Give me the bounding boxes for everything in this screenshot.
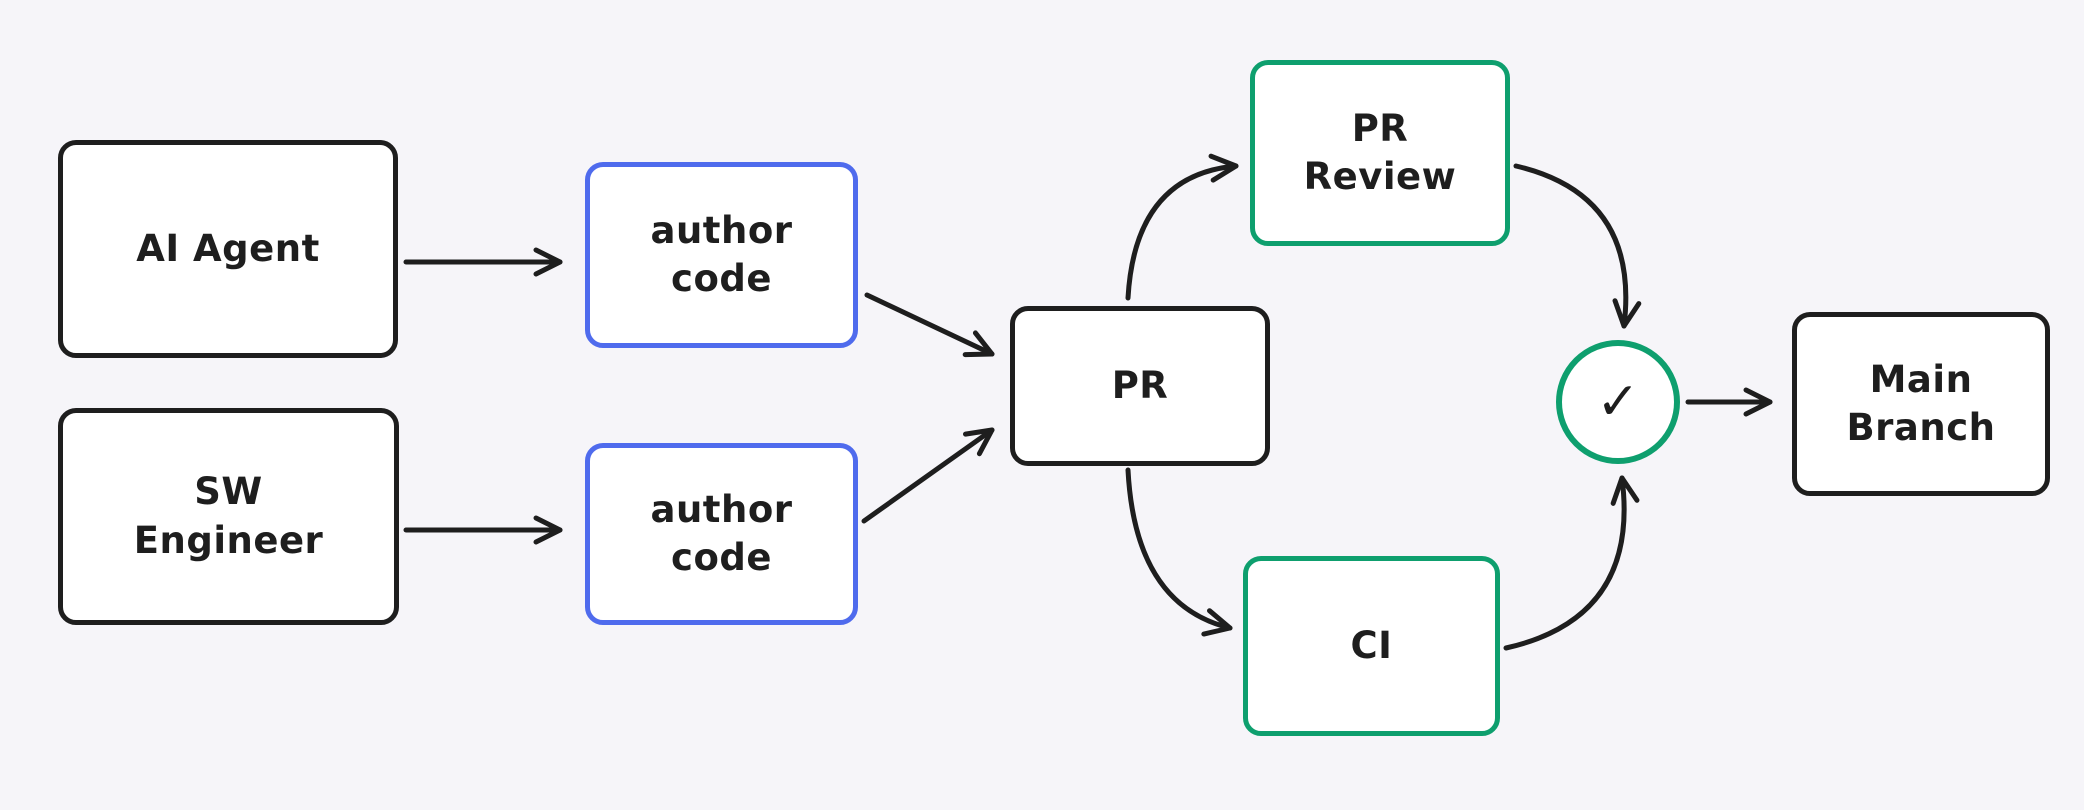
edge-author-code-top-to-pr bbox=[864, 292, 995, 358]
node-author-code-top-label: author code bbox=[650, 208, 793, 300]
edge-author-code-bottom-to-pr bbox=[861, 427, 995, 524]
node-author-code-bottom: author code bbox=[585, 443, 858, 625]
node-ai-agent-label: AI Agent bbox=[136, 226, 320, 270]
node-ci: CI bbox=[1243, 556, 1500, 736]
checkmark-icon: ✓ bbox=[1596, 372, 1640, 432]
node-pr-review: PR Review bbox=[1250, 60, 1510, 246]
check-circle: ✓ bbox=[1556, 340, 1680, 464]
node-main-branch: Main Branch bbox=[1792, 312, 2050, 496]
edge-pr-to-ci bbox=[1125, 467, 1233, 637]
node-author-code-bottom-label: author code bbox=[650, 487, 793, 579]
node-ai-agent: AI Agent bbox=[58, 140, 398, 358]
node-pr-label: PR bbox=[1111, 363, 1169, 407]
node-pr: PR bbox=[1010, 306, 1270, 466]
node-sw-engineer-label: SW Engineer bbox=[133, 470, 324, 562]
node-ci-label: CI bbox=[1350, 623, 1393, 667]
edge-ci-to-check bbox=[1503, 475, 1640, 651]
node-pr-review-label: PR Review bbox=[1303, 106, 1457, 198]
edge-pr-review-to-check bbox=[1513, 163, 1642, 329]
edge-pr-to-pr-review bbox=[1125, 153, 1239, 301]
node-author-code-top: author code bbox=[585, 162, 858, 348]
node-main-branch-label: Main Branch bbox=[1846, 357, 1996, 449]
node-sw-engineer: SW Engineer bbox=[58, 408, 399, 625]
